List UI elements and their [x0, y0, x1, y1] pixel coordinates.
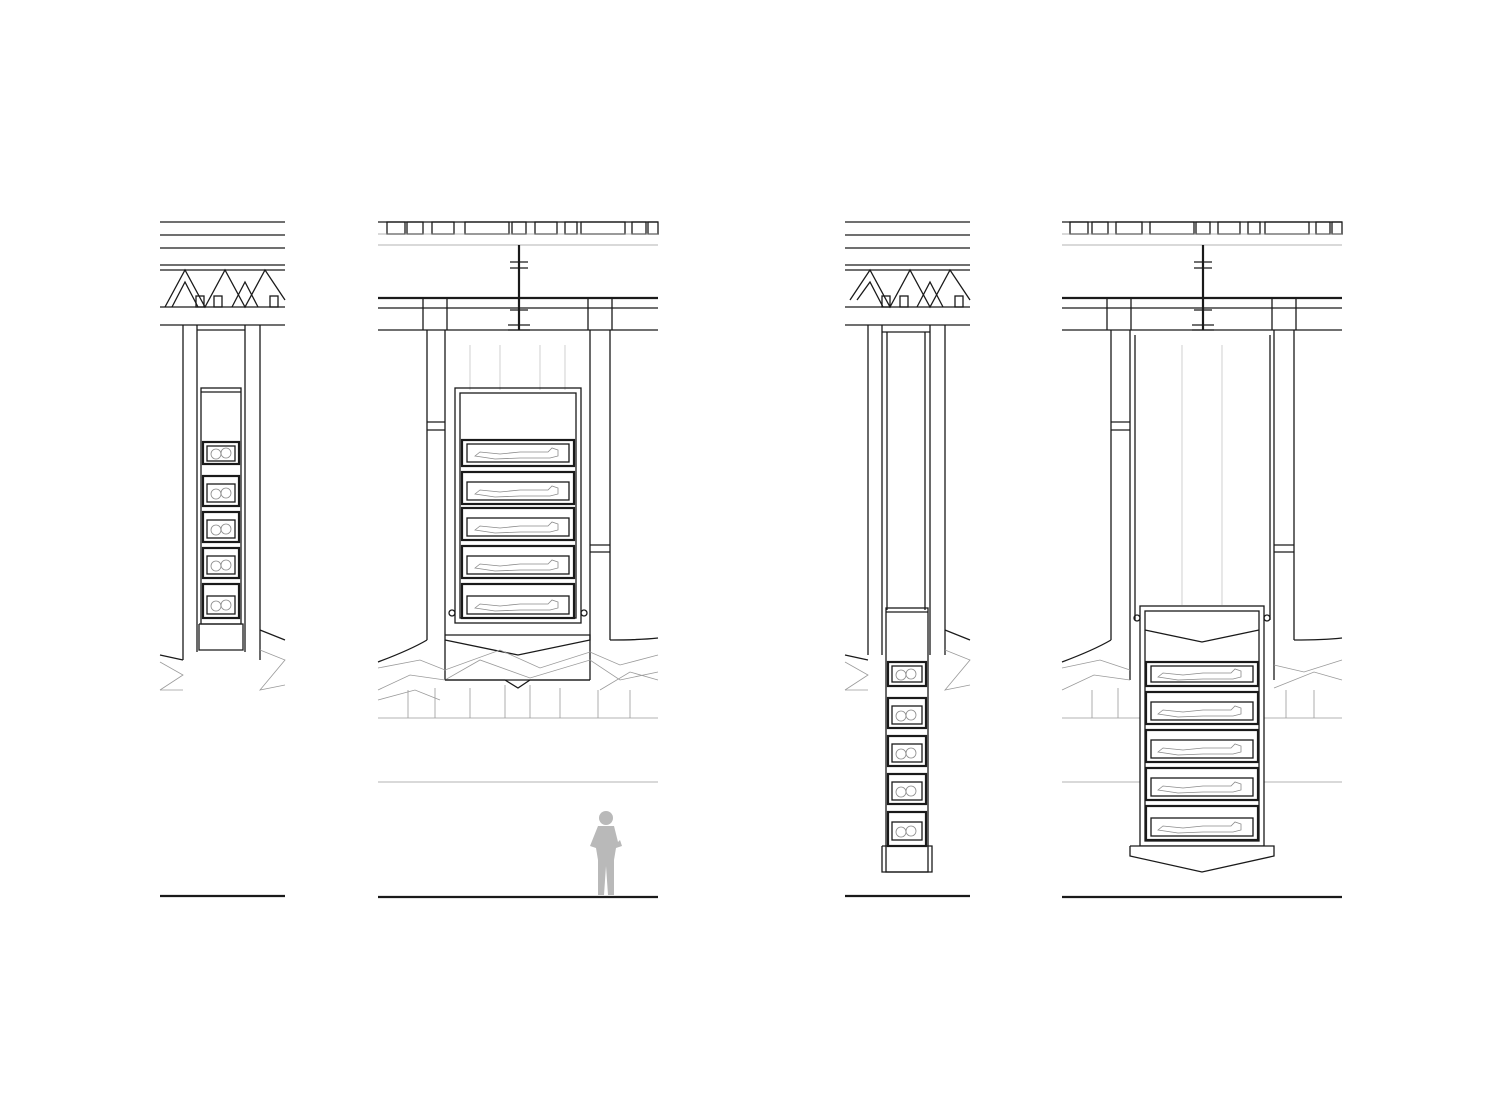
tray	[1144, 690, 1260, 726]
tray	[201, 582, 241, 620]
tray	[886, 810, 928, 848]
tray	[1144, 766, 1260, 802]
section-narrow-lowered	[844, 221, 971, 898]
tray	[201, 510, 241, 544]
tray	[460, 506, 576, 542]
tray	[886, 772, 928, 806]
tray	[201, 474, 241, 508]
roof-panels	[386, 221, 659, 235]
tray	[201, 546, 241, 580]
tray	[886, 660, 928, 688]
tray	[201, 440, 241, 466]
tray-cabinet	[448, 387, 588, 624]
roof-truss	[849, 268, 971, 309]
tray	[886, 696, 928, 730]
roof-truss	[164, 268, 286, 309]
section-wide-lowered	[1061, 221, 1343, 899]
tray	[460, 438, 576, 468]
tray	[460, 470, 576, 506]
tray	[460, 582, 576, 620]
hoist-rod	[1192, 245, 1214, 331]
tray	[886, 734, 928, 768]
tray-cabinet	[198, 387, 244, 651]
tray-cabinet	[881, 607, 933, 873]
roof-panels	[1069, 221, 1343, 235]
tray	[1144, 660, 1260, 688]
tray	[1144, 804, 1260, 842]
tray-cabinet	[1129, 605, 1275, 873]
section-wide-stored	[377, 221, 659, 899]
tray	[460, 544, 576, 580]
tray	[1144, 728, 1260, 764]
section-narrow-stored	[159, 221, 286, 898]
hoist-rod	[508, 245, 530, 331]
human-silhouette	[590, 811, 622, 895]
